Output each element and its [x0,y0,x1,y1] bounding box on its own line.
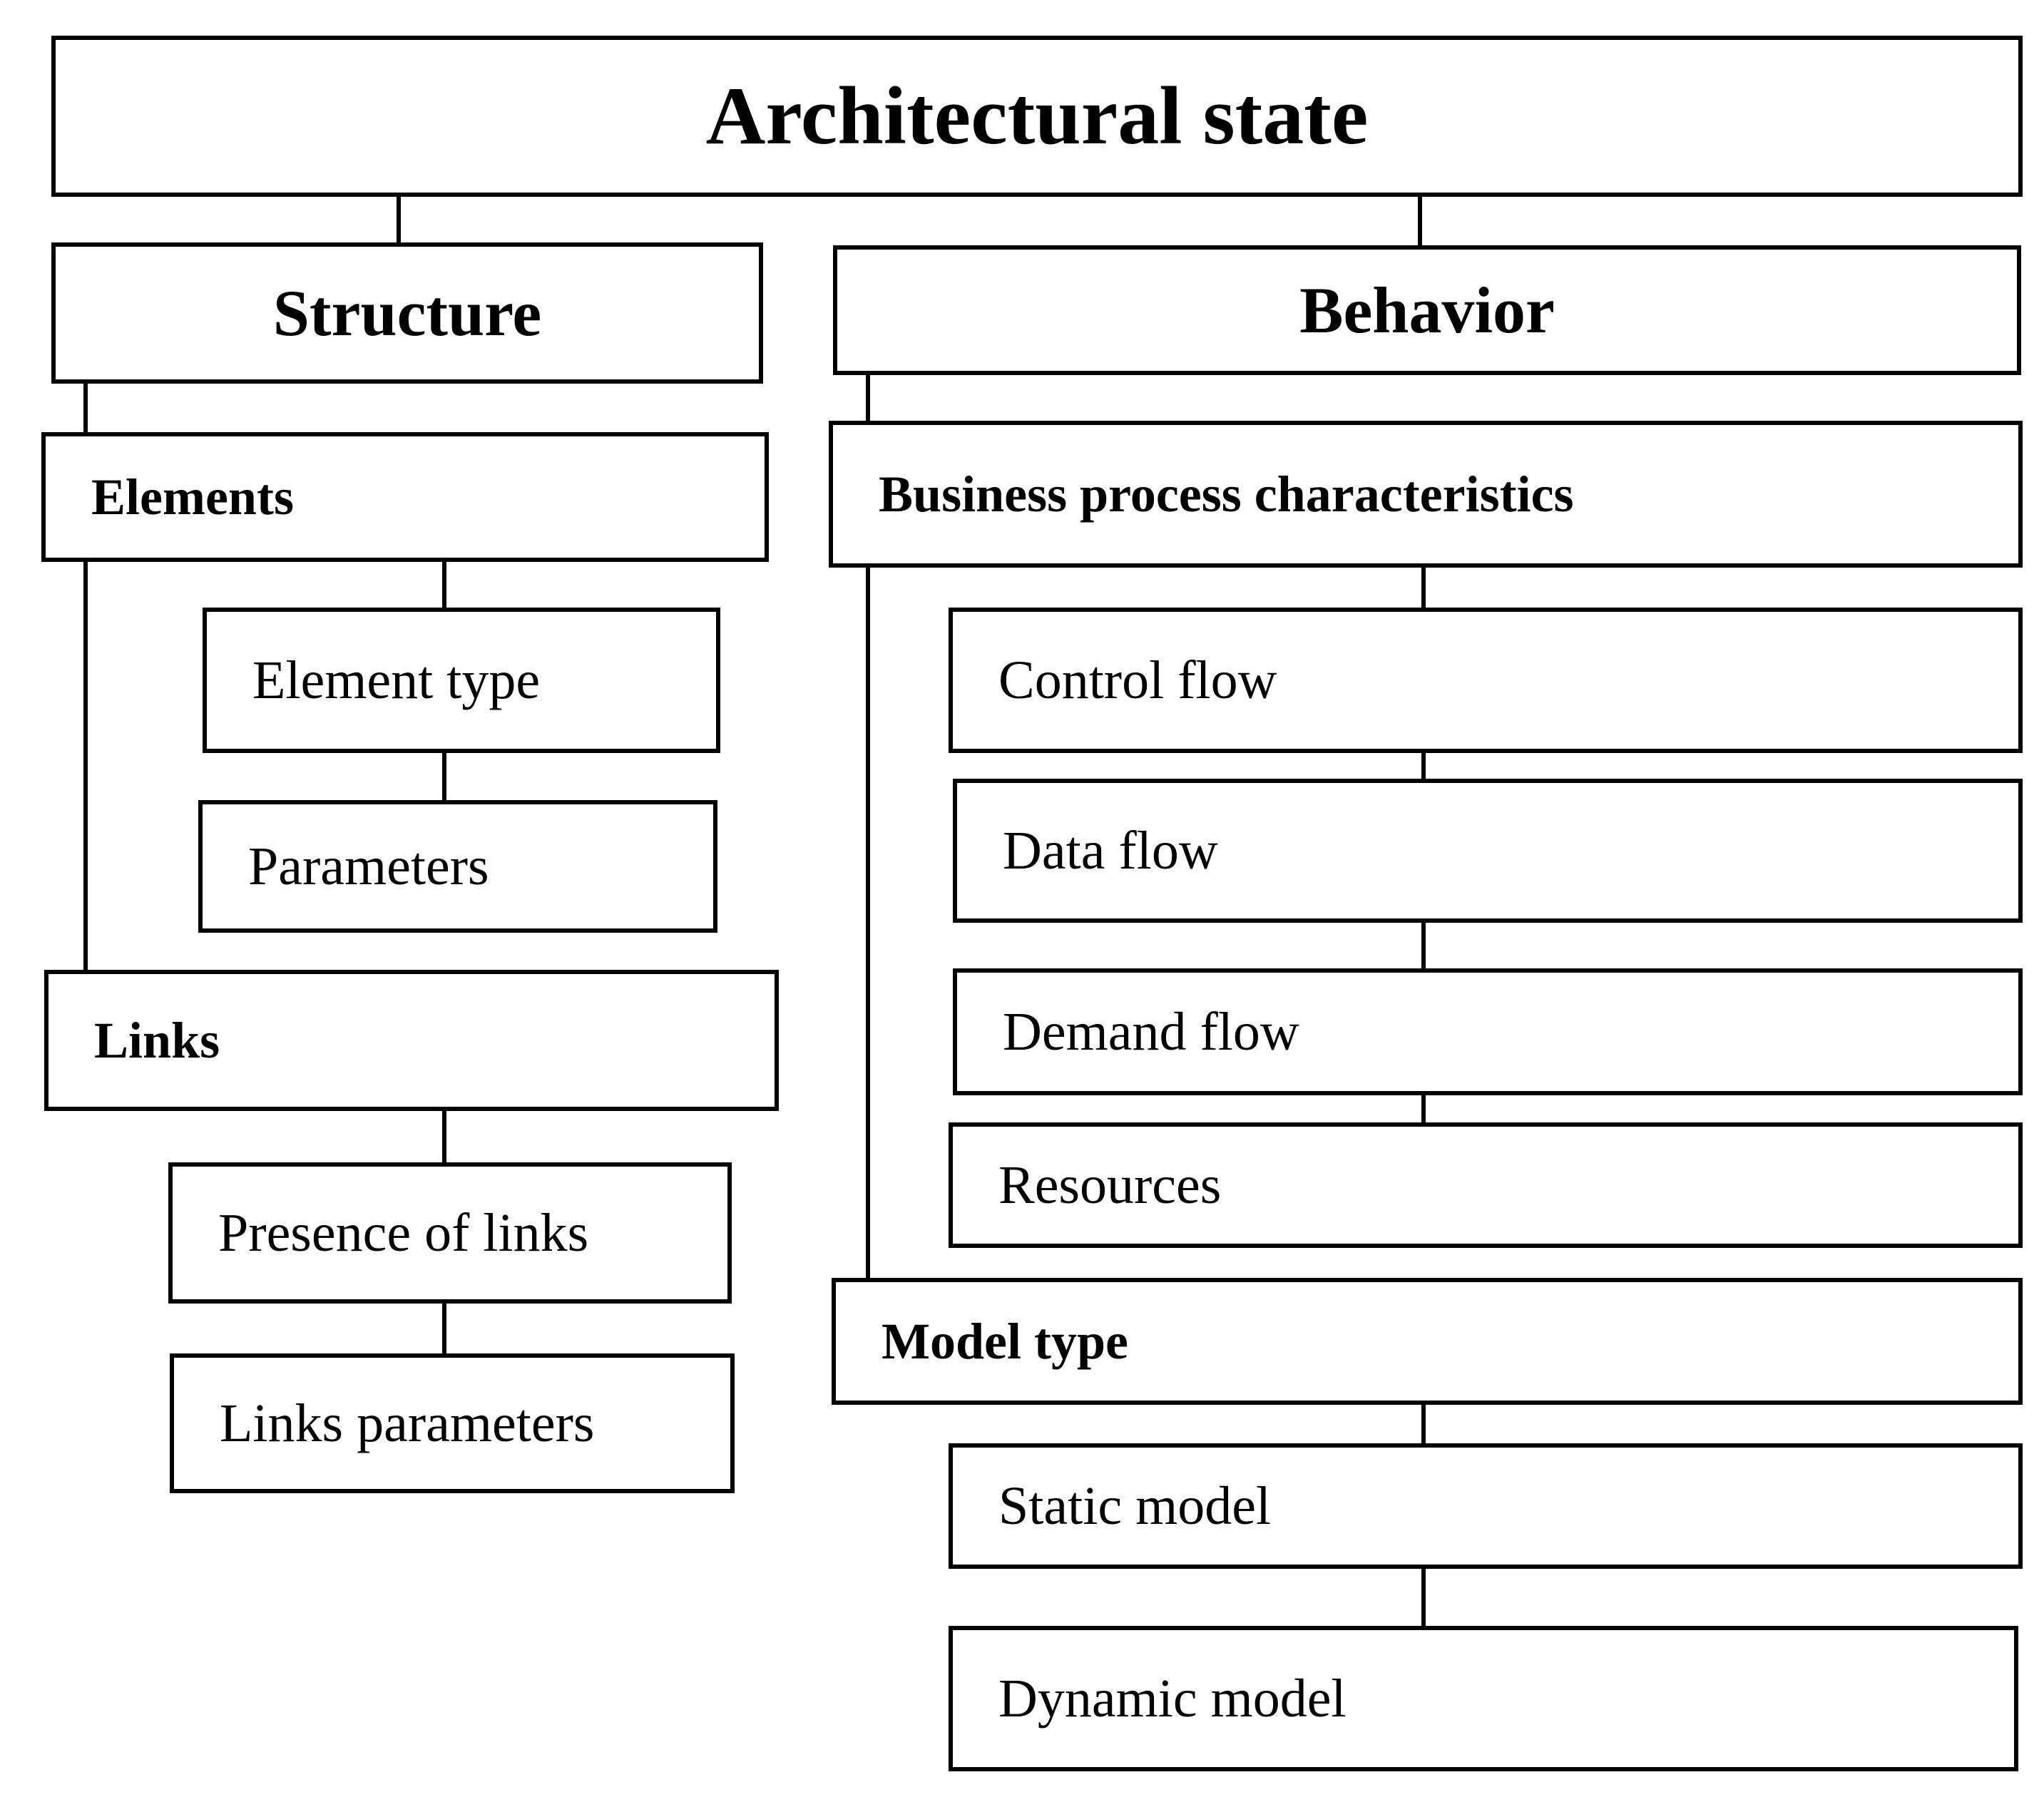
resources-label: Resources [998,1155,1222,1215]
resources-box: Resources [949,1122,2023,1248]
element-type-label: Element type [252,650,541,710]
element-type-box: Element type [203,608,720,753]
static-model-box: Static model [949,1443,2023,1569]
connector-behavior-spine [866,372,870,1285]
demand-flow-box: Demand flow [953,968,2023,1095]
behavior-box: Behavior [833,245,2021,375]
control-flow-label: Control flow [998,650,1277,710]
links-box: Links [44,970,779,1111]
static-model-label: Static model [998,1475,1272,1536]
demand-flow-label: Demand flow [1003,1001,1299,1062]
connector-structure-spine [83,379,88,980]
presence-of-links-box: Presence of links [168,1162,732,1304]
data-flow-box: Data flow [953,779,2023,923]
elements-label: Elements [91,468,294,526]
links-label: Links [94,1011,220,1069]
parameters-label: Parameters [248,836,489,896]
dynamic-model-label: Dynamic model [998,1668,1347,1729]
connector-title-structure [397,193,401,244]
business-process-characteristics-label: Business process characteristics [879,465,1574,523]
business-process-characteristics-box: Business process characteristics [829,421,2023,568]
elements-box: Elements [41,432,769,562]
architectural-state-box: Architectural state [51,36,2023,197]
parameters-box: Parameters [198,800,717,933]
behavior-label: Behavior [1299,274,1555,347]
structure-box: Structure [51,242,763,384]
links-parameters-box: Links parameters [170,1353,735,1493]
presence-of-links-label: Presence of links [218,1202,589,1263]
model-type-label: Model type [882,1312,1128,1370]
links-parameters-label: Links parameters [220,1393,595,1453]
data-flow-label: Data flow [1003,820,1218,881]
model-type-box: Model type [832,1278,2023,1405]
control-flow-box: Control flow [949,608,2023,753]
structure-label: Structure [272,277,542,349]
connector-title-behavior [1418,193,1422,248]
dynamic-model-box: Dynamic model [949,1626,2018,1771]
architectural-state-label: Architectural state [705,70,1369,162]
